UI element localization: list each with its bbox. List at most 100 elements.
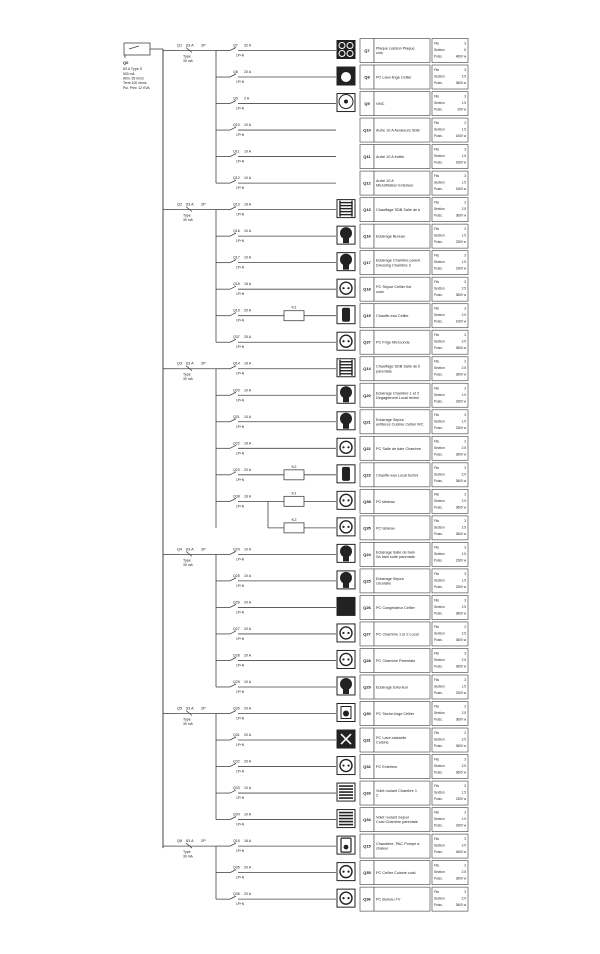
spec-label-section: Section (434, 446, 445, 450)
spec-value-power: 1600 w (456, 161, 467, 165)
spec-label-power: Puiss. (434, 558, 443, 562)
spec-value-fils: 3 (464, 360, 466, 364)
circuit-breaker-id: Q7 (233, 44, 238, 48)
circuit-label-cell (373, 170, 431, 196)
circuit-breaker-rating: 10 A (244, 229, 252, 233)
spec-value-section: 2.5 (462, 844, 467, 848)
circuit-breaker-contact (229, 47, 237, 51)
water-heater-icon (336, 305, 356, 325)
light-bulb-icon (336, 570, 356, 590)
circuit-breaker-rating: 10 A (244, 256, 252, 260)
circuit-label: PC tableau (376, 526, 395, 530)
spec-value-fils: 3 (464, 625, 466, 629)
circuit-breaker-rating: 20 A (244, 653, 252, 657)
group-breaker-type: Type (183, 718, 191, 722)
circuit-label: PC Congelateur Cellier (376, 606, 416, 610)
spec-value-power: 1600 w (456, 134, 467, 138)
spec-label-fils: Fils (434, 890, 439, 894)
circuit-label-cell (373, 382, 431, 408)
circuit-label-cell (373, 648, 431, 673)
group-breaker-rating: 63 A (186, 44, 194, 48)
spec-label-fils: Fils (434, 811, 439, 815)
circuit-spec-cell (431, 382, 469, 408)
circuit-breaker-id: Q10 (233, 123, 240, 127)
circuit-breaker-rating: 20 A (244, 733, 252, 737)
spec-label-section: Section (434, 48, 445, 52)
spec-label-section: Section (434, 605, 445, 609)
spec-value-power: 1600 w (456, 187, 467, 191)
circuit-breaker-type: 1P+N (236, 292, 245, 296)
circuit-breaker-rating: 20 A (244, 335, 252, 339)
circuit-breaker-contact (229, 497, 237, 502)
spec-value-power: 2300 w (456, 267, 467, 271)
circuit-breaker-type: 1P+N (236, 425, 245, 429)
spec-label-section: Section (434, 499, 445, 503)
circuit-breaker-id: Q33 (233, 786, 240, 790)
circuit-breaker-type: 1P+N (236, 80, 245, 84)
circuit-label: PC Chambre Parentale (376, 659, 415, 663)
group-breaker-id: Q2 (177, 203, 182, 207)
spec-value-power: 2300 w (456, 585, 467, 589)
group-breaker-type: Type (183, 558, 191, 562)
circuit-breaker-contact (229, 285, 237, 290)
circuit-id: Q13 (363, 207, 371, 212)
power-outlet-icon (336, 888, 356, 908)
circuit-breaker-rating: 16 A (244, 203, 252, 207)
spec-value-fils: 3 (464, 811, 466, 815)
circuit-breaker-contact (229, 153, 237, 157)
spec-value-fils: 3 (464, 572, 466, 576)
circuit-label: Chauffe-eau Cellier (376, 314, 409, 318)
group-breaker-rating: 63 A (186, 707, 194, 711)
group-breaker-type: Type (183, 55, 191, 59)
circuit-breaker-contact (229, 100, 237, 104)
circuit-label: Eclairage Exterieur (376, 685, 409, 689)
circuit-id: Q25 (363, 578, 371, 583)
spec-value-fils: 3 (464, 678, 466, 682)
circuit-label-cell (373, 197, 431, 222)
circuit-breaker-rating: 16 A (244, 839, 252, 843)
circuit-id: Q35 (363, 525, 371, 530)
spec-label-section: Section (434, 101, 445, 105)
circuit-breaker-rating: 20 A (244, 707, 252, 711)
circuit-spec-cell (431, 303, 469, 329)
spec-label-fils: Fils (434, 545, 439, 549)
circuit-id: Q16 (363, 234, 371, 239)
spec-label-fils: Fils (434, 121, 439, 125)
spec-value-section: 2.5 (462, 605, 467, 609)
spec-label-power: Puiss. (434, 267, 443, 271)
circuit-breaker-contact (229, 444, 237, 449)
circuit-breaker-type: 1P+N (236, 663, 245, 667)
circuit-label: PC tableau (376, 500, 395, 504)
circuit-breaker-type: 1P+N (236, 107, 245, 111)
spec-value-section: 1.5 (462, 181, 467, 185)
circuit-breaker-type: 1P+N (236, 690, 245, 694)
spec-label-section: Section (434, 791, 445, 795)
circuit-label: PC Seche-linge Cellier (376, 712, 415, 716)
circuit-breaker-type: 1P+N (236, 345, 245, 349)
circuit-label-cell (373, 38, 431, 63)
circuit-breaker-rating: 20 A (244, 70, 252, 74)
spec-value-section: 2.5 (462, 525, 467, 529)
group-breaker-poles: 2P (201, 44, 206, 48)
circuit-label-cell (373, 409, 431, 435)
spec-label-section: Section (434, 75, 445, 79)
circuit-label-cell (373, 250, 431, 276)
contactor-box (283, 310, 305, 322)
spec-label-section: Section (434, 154, 445, 158)
ventilation-icon (336, 93, 356, 113)
spec-label-power: Puiss. (434, 505, 443, 509)
spec-value-power: 3600 w (456, 81, 467, 85)
circuit-breaker-id: Q13 (233, 203, 240, 207)
circuit-id: Q12 (363, 181, 371, 186)
circuit-label: VMC (376, 102, 385, 106)
circuit-breaker-id: Q32 (233, 760, 240, 764)
circuit-id: Q10 (363, 128, 371, 133)
spec-label-fils: Fils (434, 492, 439, 496)
spec-label-fils: Fils (434, 174, 439, 178)
spec-value-power: 3600 w (456, 664, 467, 668)
power-outlet-icon (336, 862, 356, 882)
circuit-id: Q35 (363, 870, 371, 875)
circuit-label-cell (373, 780, 431, 806)
